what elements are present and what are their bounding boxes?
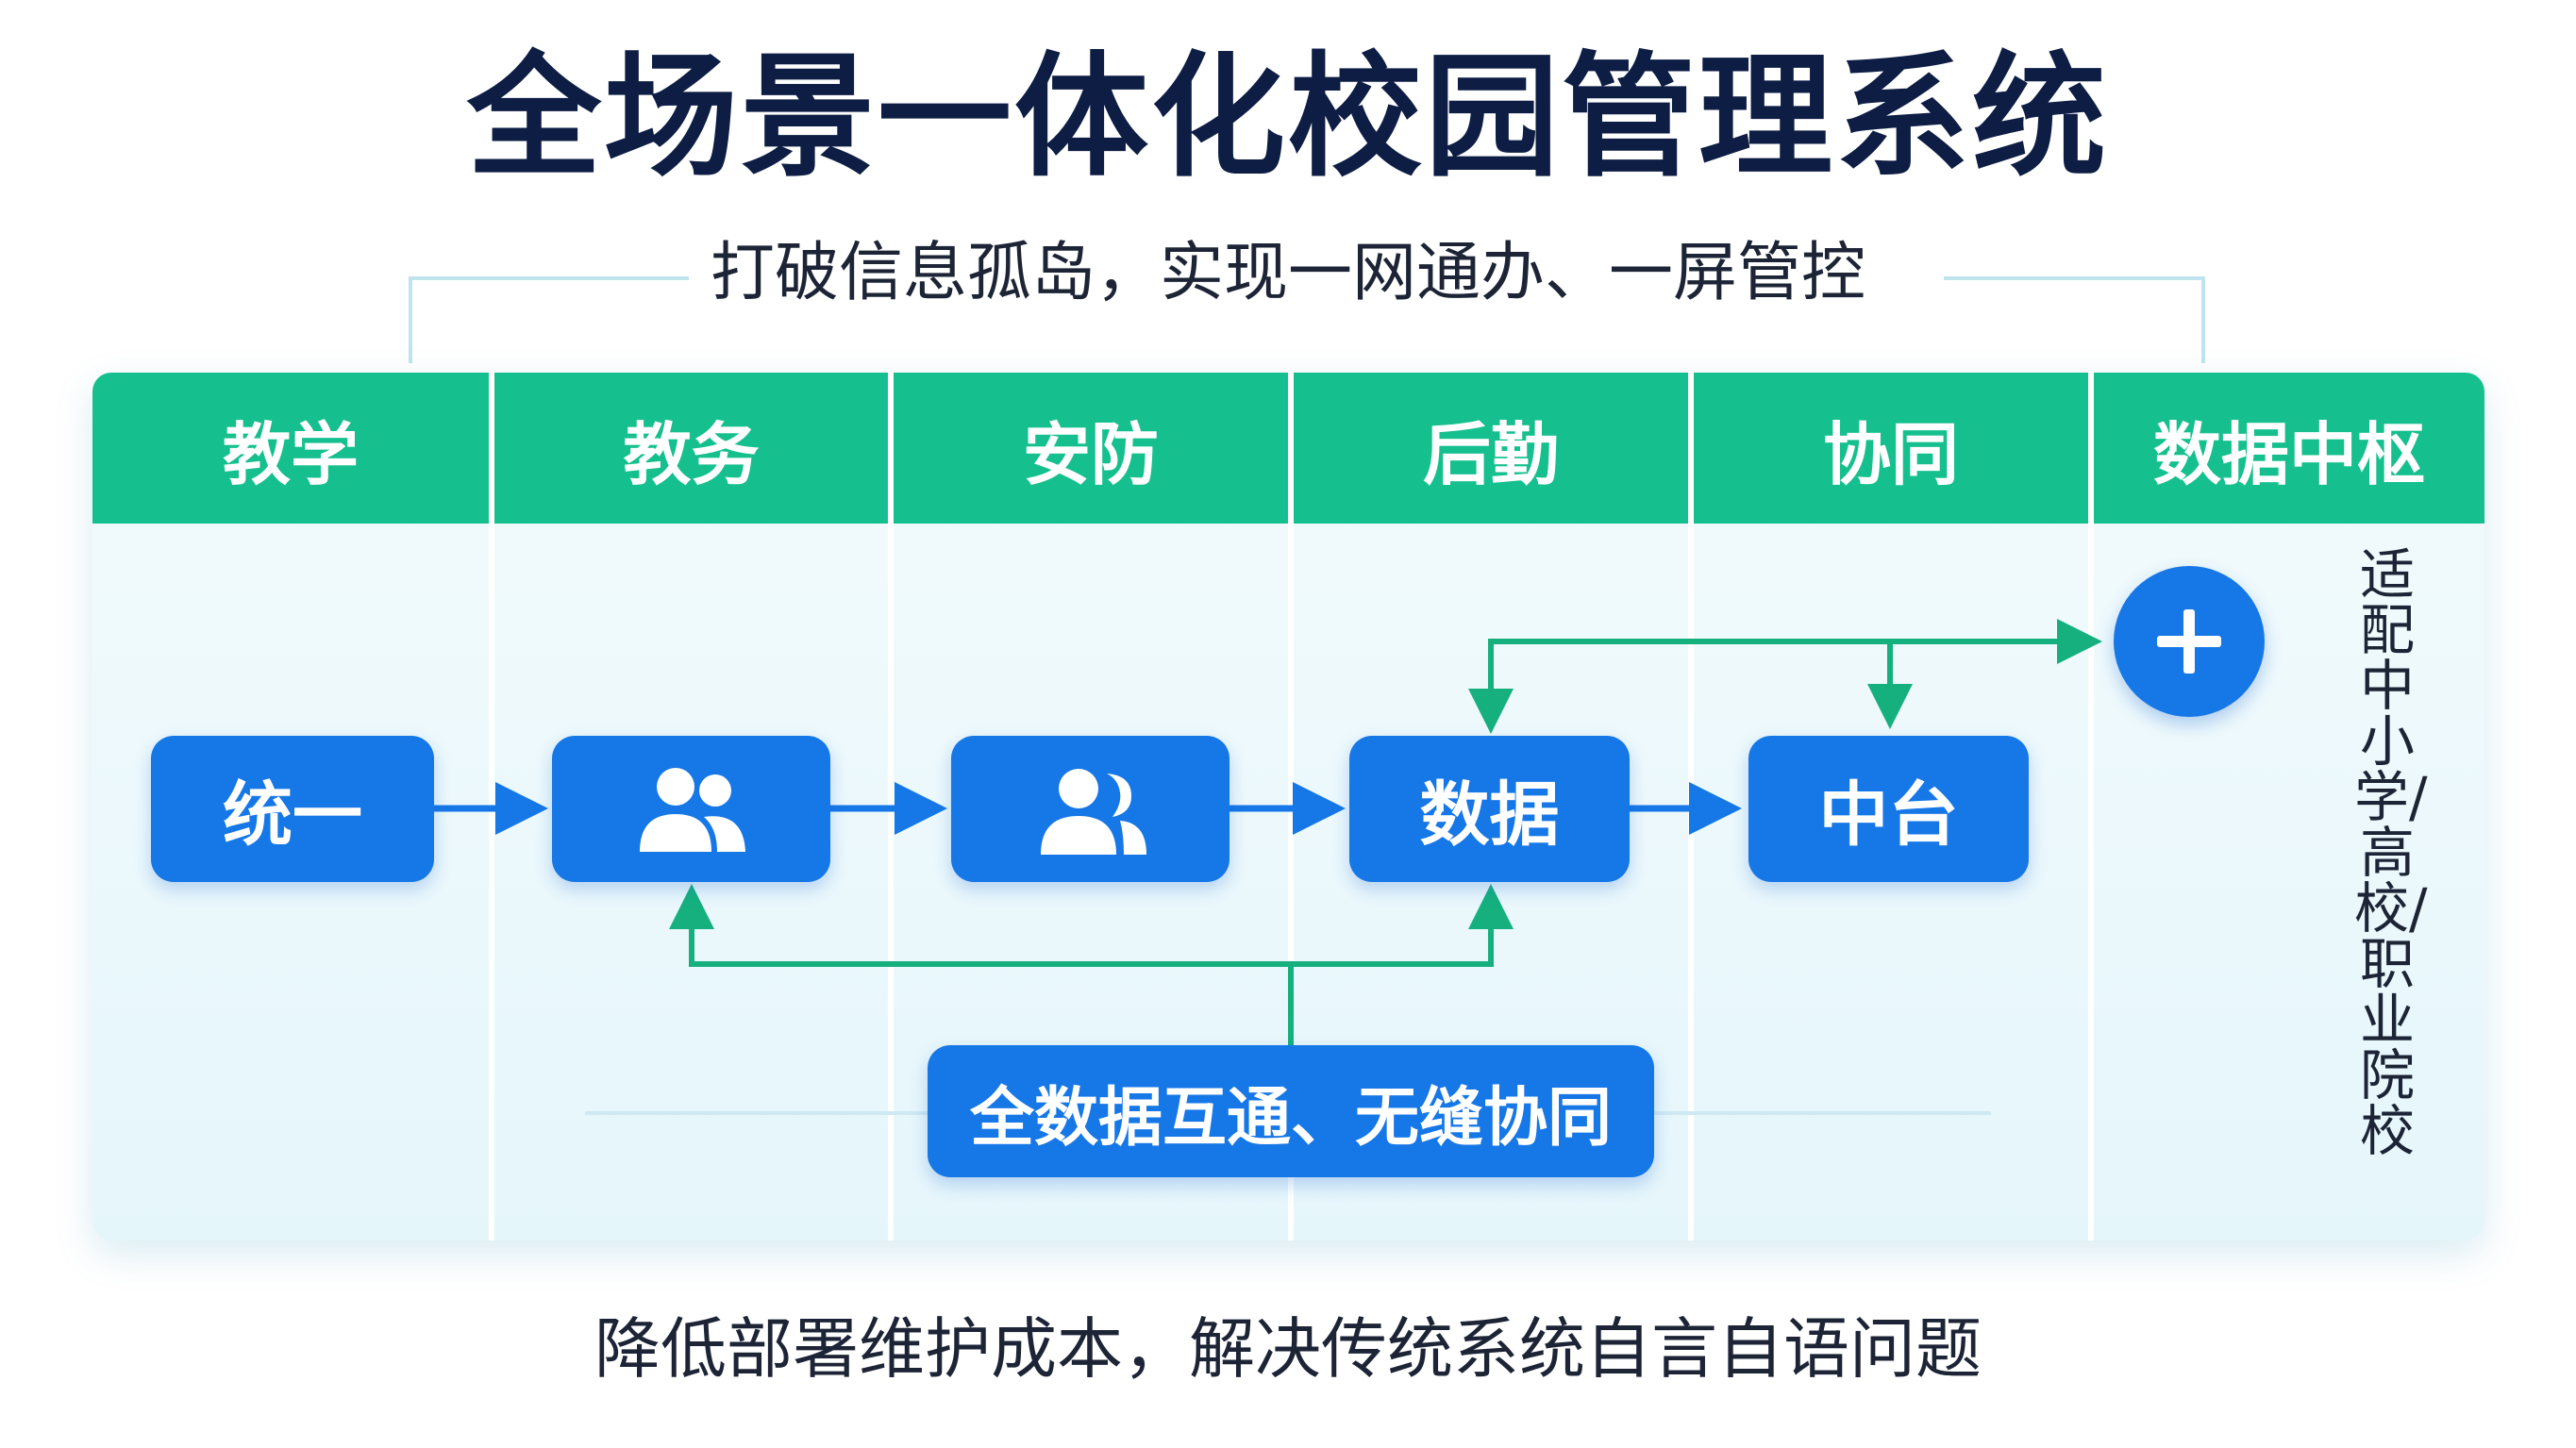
column-header-academic-affairs: 教务 — [494, 373, 888, 524]
node-users-1 — [552, 736, 830, 882]
node-platform: 中台 — [1748, 736, 2029, 882]
side-note: 适配中小学/高校/职业院校 — [2354, 542, 2428, 1163]
plus-node — [2114, 566, 2265, 717]
page-title: 全场景一体化校园管理系统 — [467, 40, 2109, 195]
column-header-collaboration: 协同 — [1694, 373, 2088, 524]
subtitle: 打破信息孤岛，实现一网通办、一屏管控 — [710, 236, 1865, 310]
bottom-summary-box: 全数据互通、无缝协同 — [928, 1045, 1654, 1177]
node-users-2 — [951, 736, 1229, 882]
column-header-logistics: 后勤 — [1294, 373, 1688, 524]
plus-icon — [2157, 609, 2221, 674]
column-divider — [2088, 373, 2094, 1240]
column-header-teaching: 教学 — [92, 373, 489, 524]
green-loop-bottom-right — [1291, 915, 1494, 967]
column-header-security: 安防 — [894, 373, 1288, 524]
node-data: 数据 — [1349, 736, 1630, 882]
green-loop-bottom-left — [689, 915, 1294, 1045]
node-unify: 统一 — [151, 736, 434, 882]
column-header-data-hub: 数据中枢 — [2094, 373, 2484, 524]
users-icon — [639, 767, 745, 852]
footer-text: 降低部署维护成本，解决传统系统自言自语问题 — [594, 1310, 1982, 1388]
green-loop-top — [1488, 639, 2062, 717]
users-icon — [1040, 768, 1146, 855]
